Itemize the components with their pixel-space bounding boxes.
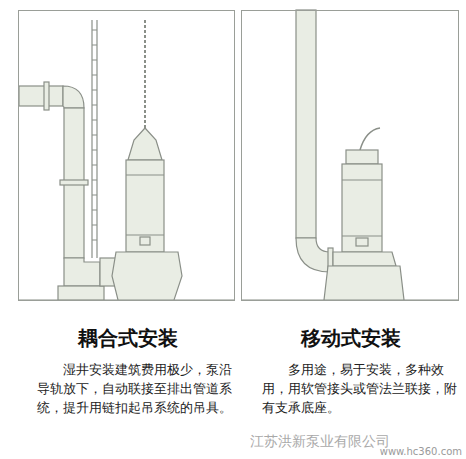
guide-rail	[91, 20, 92, 258]
support-base	[324, 266, 404, 300]
lifting-handle	[128, 128, 162, 160]
nameplate	[140, 237, 150, 245]
install-panel: 移动式安装多用途，易于安装，多种效用，用软管接头或管法兰联接，附有支承底座。	[241, 10, 459, 301]
pump-motor	[126, 160, 164, 252]
rail-ticks	[92, 30, 97, 240]
pump-volute	[333, 252, 396, 266]
motor-rib	[342, 180, 382, 236]
power-cable	[360, 128, 380, 150]
panel-heading: 耦合式安装	[78, 326, 178, 350]
watermark-url: www.hc360.com	[380, 446, 462, 457]
pipe-elbow	[63, 86, 84, 108]
nameplate	[356, 238, 368, 246]
discharge-pipe	[19, 86, 63, 106]
hose-bend	[296, 238, 330, 272]
watermark: 江苏洪新泵业有限公司	[250, 433, 390, 451]
pump-cap	[346, 150, 378, 164]
pump-motor	[342, 164, 382, 252]
pipe-flange	[60, 180, 88, 185]
lifting-chain	[144, 20, 146, 128]
panel-heading: 移动式安装	[301, 326, 401, 350]
panel-description: 多用途，易于安装，多种效用，用软管接头或管法兰联接，附有支承底座。	[262, 360, 458, 417]
coupling-base	[58, 286, 104, 300]
discharge-hose	[296, 10, 316, 238]
panel-description: 湿井安装建筑费用极少，泵沿导轨放下，自动联接至排出管道系统，提升用链扣起吊系统的…	[37, 360, 235, 417]
pipe-elbow	[64, 258, 100, 286]
guide-rail	[96, 20, 97, 258]
pump-volute	[112, 252, 182, 300]
motor-rib	[126, 175, 164, 235]
install-panel: 耦合式安装湿井安装建筑费用极少，泵沿导轨放下，自动联接至排出管道系统，提升用链扣…	[18, 10, 235, 301]
pipe-flange	[44, 82, 49, 110]
